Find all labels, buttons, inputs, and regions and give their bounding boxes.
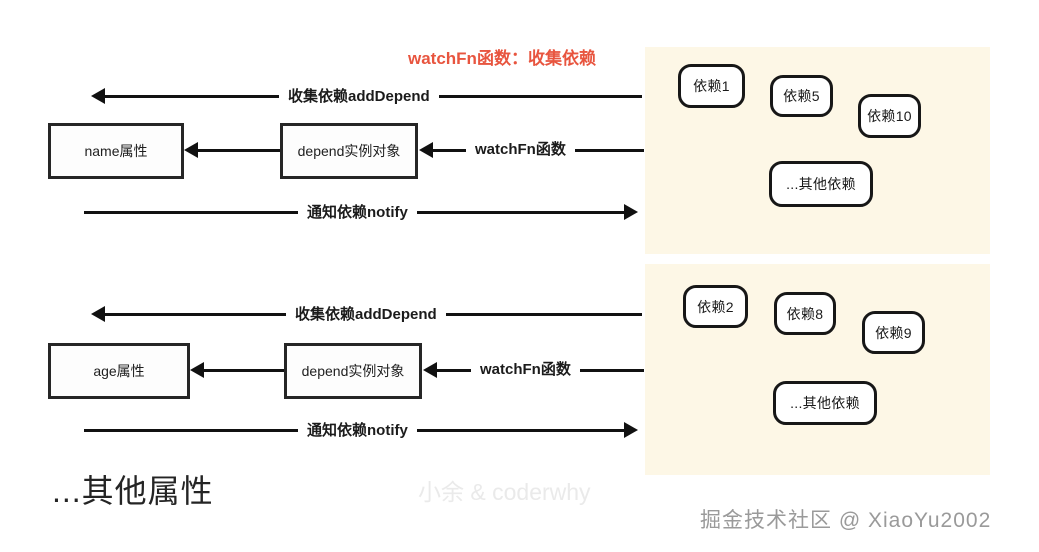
depend-instance-box-row1: depend实例对象: [280, 123, 418, 179]
arrowhead-left-watchfn-row1: [419, 142, 433, 158]
edge-label-watchfn-row1: watchFn函数: [466, 142, 575, 157]
dependency-pill: 依赖1: [678, 64, 745, 108]
watermark-right: 掘金技术社区 @ XiaoYu2002: [700, 509, 992, 532]
dependency-pill: ...其他依赖: [769, 161, 873, 207]
dependency-pill: 依赖9: [862, 311, 925, 354]
arrowhead-left-depend-to-name-row1: [184, 142, 198, 158]
dependency-pill: ...其他依赖: [773, 381, 877, 425]
arrowhead-left-depend-to-age-row2: [190, 362, 204, 378]
dependency-pill: 依赖10: [858, 94, 921, 138]
dependency-pill: 依赖2: [683, 285, 748, 328]
arrowhead-left-adddepend-row1: [91, 88, 105, 104]
edge-label-adddepend-row1: 收集依赖addDepend: [279, 89, 439, 104]
other-properties-label: ...其他属性: [52, 473, 214, 509]
arrowhead-right-notify-row1: [624, 204, 638, 220]
edge-line-depend-to-name-row1: [197, 149, 280, 152]
edge-label-watchfn-row2: watchFn函数: [471, 362, 580, 377]
edge-label-adddepend-row2: 收集依赖addDepend: [286, 307, 446, 322]
arrowhead-right-notify-row2: [624, 422, 638, 438]
arrowhead-left-watchfn-row2: [423, 362, 437, 378]
dependency-pill: 依赖8: [774, 292, 836, 335]
page-title: watchFn函数：收集依赖: [408, 49, 596, 68]
property-box-age: age属性: [48, 343, 190, 399]
property-box-name: name属性: [48, 123, 184, 179]
edge-line-depend-to-age-row2: [203, 369, 284, 372]
depend-instance-box-row2: depend实例对象: [284, 343, 422, 399]
edge-label-notify-row2: 通知依赖notify: [298, 423, 417, 438]
dependency-pill: 依赖5: [770, 75, 833, 117]
arrowhead-left-adddepend-row2: [91, 306, 105, 322]
watermark-center: 小余 & coderwhy: [418, 479, 591, 505]
edge-label-notify-row1: 通知依赖notify: [298, 205, 417, 220]
